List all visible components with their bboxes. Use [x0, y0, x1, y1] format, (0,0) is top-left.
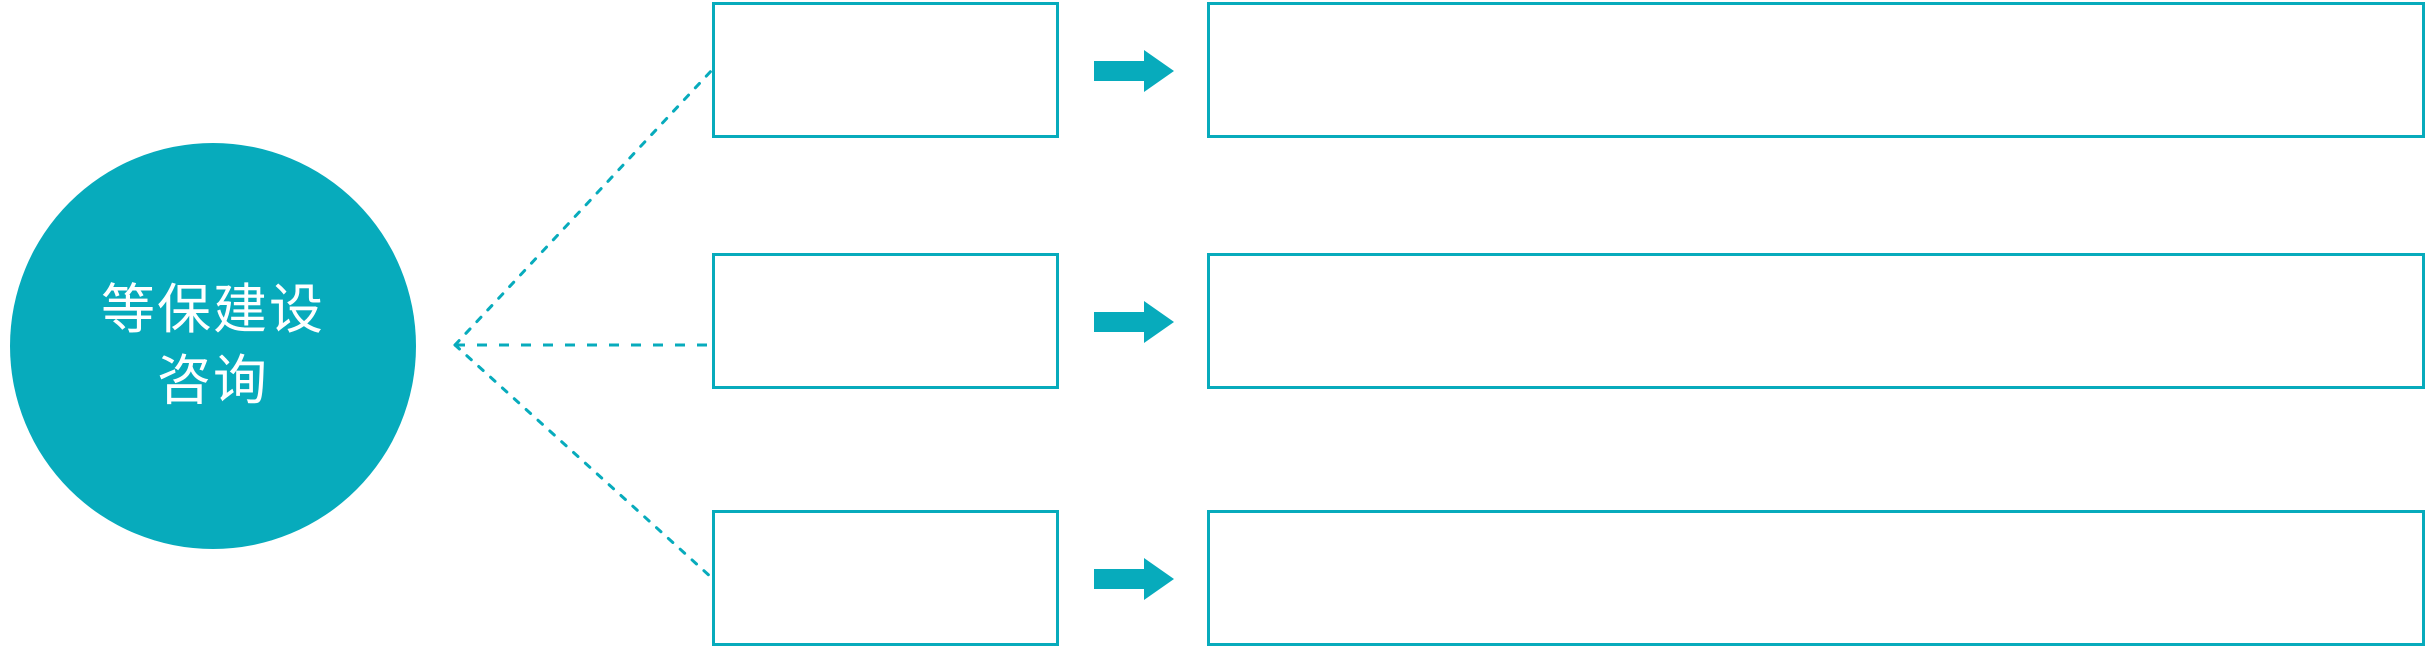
- detail-box-1[interactable]: [1207, 2, 2425, 138]
- stage-box-2[interactable]: [712, 253, 1059, 389]
- detail-box-3[interactable]: [1207, 510, 2425, 646]
- hub-circle[interactable]: 等保建设 咨询: [10, 143, 416, 549]
- hub-label-line-2: 咨询: [157, 351, 269, 411]
- diagram-row-2: [0, 251, 2434, 411]
- stage-box-1[interactable]: [712, 2, 1059, 138]
- hub-label-line-1: 等保建设: [101, 279, 325, 340]
- diagram-row-3: [0, 508, 2434, 655]
- right-arrow-icon-2: [1094, 301, 1174, 343]
- stage-box-3[interactable]: [712, 510, 1059, 646]
- detail-box-2[interactable]: [1207, 253, 2425, 389]
- right-arrow-icon-3: [1094, 558, 1174, 600]
- diagram-row-1: [0, 0, 2434, 160]
- right-arrow-icon-1: [1094, 50, 1174, 92]
